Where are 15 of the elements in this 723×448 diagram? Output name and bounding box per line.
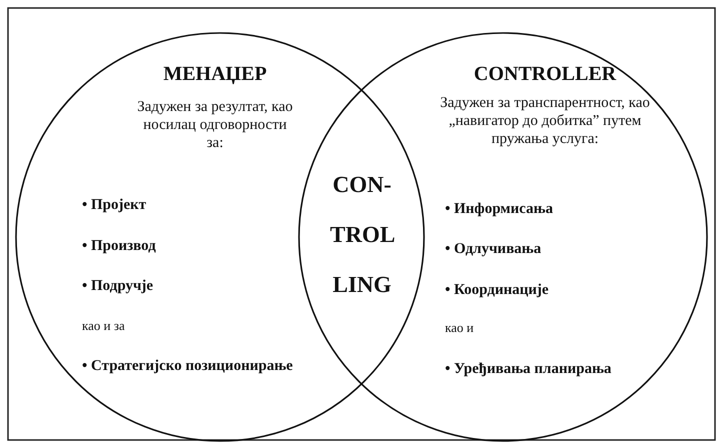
connecting-text: као и за [82,318,125,334]
overlap-label: CON- TROL LING [330,171,394,299]
description-text: Задужен за транспарентност, као „навигатор до добитка” путем пружања услуга: [439,94,651,148]
circle-heading: МЕНАЏЕР [162,62,268,86]
description-text: Задужен за резултат, као носилац одговорности за: [136,98,294,152]
bullet-item: • Информисања [445,200,553,218]
connecting-text: као и [445,320,474,336]
bullet-item: • Уређивања планирања [445,360,612,378]
bullet-item: • Пројект [82,196,146,214]
bullet-item: • Подручје [82,277,154,295]
bullet-item: • Производ [82,237,156,255]
bullet-item: • Стратегијско позиционирање [82,357,293,375]
circle-heading: CONTROLLER [472,62,618,86]
bullet-item: • Одлучивања [445,240,542,258]
bullet-item: • Координације [445,281,549,299]
